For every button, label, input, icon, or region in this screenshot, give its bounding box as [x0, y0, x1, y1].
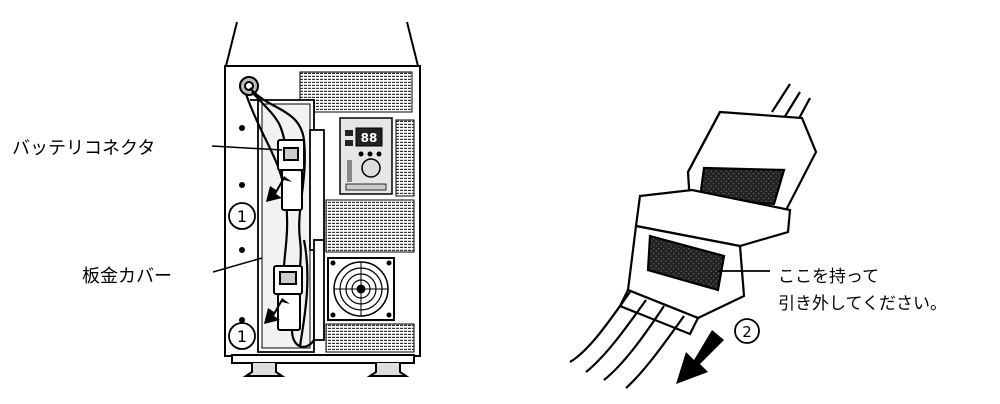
leader-sheet-metal-cover [212, 257, 263, 273]
svg-text:88: 88 [361, 131, 378, 145]
connector-closeup [569, 83, 818, 389]
svg-text:1: 1 [237, 327, 247, 346]
battery-connector-label: バッテリコネクタ [12, 138, 156, 159]
sheet-metal-cover-label: 板金カバー [82, 266, 172, 287]
instruction-line-2: 引き外してください。 [778, 294, 947, 314]
step1-lower-marker: 1 [228, 322, 256, 350]
instruction-line-1: ここを持って [778, 267, 880, 287]
side-vent [395, 119, 415, 197]
bottom-vent [325, 323, 415, 353]
step2-marker: 2 [734, 318, 760, 344]
control-panel: 88 [339, 117, 393, 195]
leader-battery-connector [211, 145, 283, 151]
pull-arrow-step2-icon [676, 330, 724, 384]
top-vent [299, 71, 413, 113]
fan [327, 257, 395, 321]
step1-upper-marker: 1 [228, 202, 256, 230]
svg-text:2: 2 [742, 323, 752, 341]
svg-text:1: 1 [237, 207, 247, 226]
mid-vent [325, 199, 415, 253]
battery-connector-lower [273, 265, 303, 331]
pull-arrow-lower-icon [264, 298, 290, 324]
pull-arrow-upper-icon [266, 176, 292, 202]
